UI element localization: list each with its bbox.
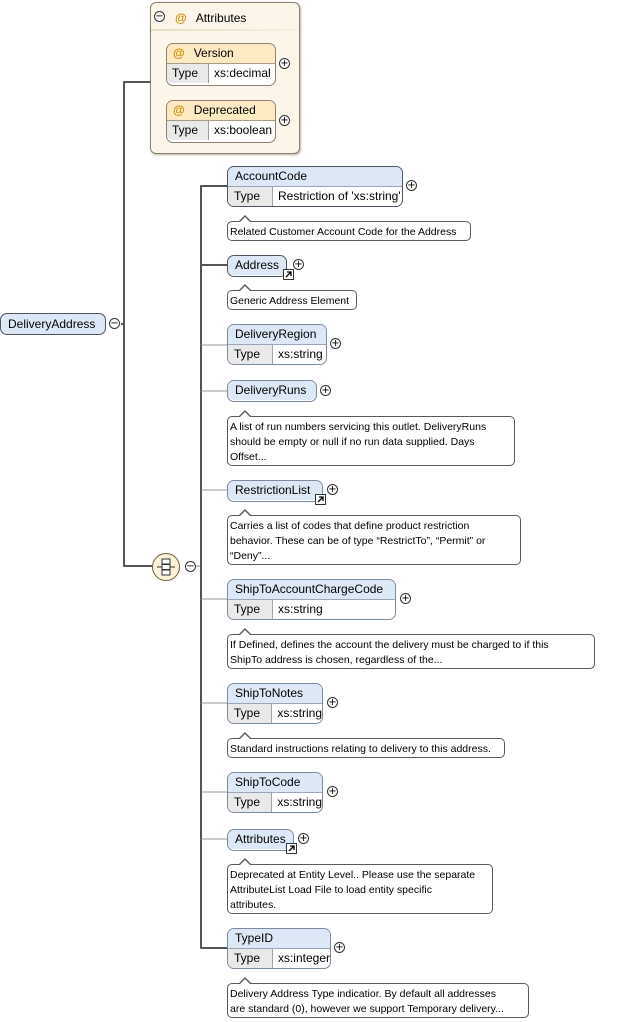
element-name: TypeID [228, 929, 330, 949]
type-label: Type [228, 704, 273, 723]
expand-deliveryregion-icon[interactable]: + [330, 338, 341, 349]
element-shiptonotes[interactable]: ShipToNotes Type xs:string [227, 683, 323, 724]
doc-shiptonotes: Standard instructions relating to delive… [227, 732, 505, 758]
attribute-at-icon: @ [175, 11, 187, 25]
element-deliveryruns[interactable]: DeliveryRuns [227, 380, 317, 402]
collapse-root-icon[interactable]: − [109, 318, 120, 329]
doc-line: Standard instructions relating to delive… [230, 743, 491, 755]
expand-typeid-icon[interactable]: + [334, 942, 345, 953]
reference-link-icon [286, 843, 297, 854]
element-shiptoaccountchargecode[interactable]: ShipToAccountChargeCode Type xs:string [227, 579, 396, 620]
element-name: RestrictionList [228, 481, 322, 500]
expand-deliveryruns-icon[interactable]: + [320, 385, 331, 396]
doc-line: Delivery Address Type indicatior. By def… [230, 988, 496, 1000]
reference-link-icon [283, 269, 294, 280]
doc-line: behavior. These can be of type “Restrict… [230, 535, 486, 547]
attribute-at-icon: @ [173, 46, 185, 60]
expand-restrictionlist-icon[interactable]: + [327, 484, 338, 495]
doc-line: should be empty or null if no run data s… [230, 436, 475, 448]
sequence-compositor-icon[interactable] [152, 553, 180, 581]
attribute-version-header: @ Version [167, 44, 275, 64]
attribute-name: Deprecated [193, 103, 256, 117]
element-attributes[interactable]: Attributes [227, 829, 294, 851]
type-value: Restriction of 'xs:string' [278, 189, 401, 203]
reference-link-icon [315, 494, 326, 505]
attribute-version[interactable]: @ Version Type xs:decimal [166, 43, 276, 86]
attribute-deprecated-header: @ Deprecated [167, 101, 275, 121]
doc-line: attributes. [230, 899, 277, 911]
element-deliveryregion[interactable]: DeliveryRegion Type xs:string [227, 324, 327, 365]
attributes-divider [151, 29, 299, 31]
attributes-header: @ Attributes [175, 9, 246, 27]
expand-deprecated-icon[interactable]: + [279, 115, 290, 126]
doc-typeid: Delivery Address Type indicatior. By def… [227, 977, 529, 1018]
element-restrictionlist[interactable]: RestrictionList [227, 480, 323, 502]
expand-version-icon[interactable]: + [279, 58, 290, 69]
expand-attributes-element-icon[interactable]: + [298, 833, 309, 844]
doc-line: are standard (0), however we support Tem… [230, 1003, 504, 1015]
doc-address: Generic Address Element [227, 284, 357, 310]
doc-line: AttributeList Load File to load entity s… [230, 884, 432, 896]
type-label: Type [228, 345, 273, 364]
doc-shiptoaccountchargecode: If Defined, defines the account the deli… [227, 628, 595, 669]
expand-shiptonotes-icon[interactable]: + [327, 697, 338, 708]
type-value: xs:string [277, 706, 322, 720]
attribute-name: Version [193, 46, 234, 60]
type-value: xs:string [277, 795, 322, 809]
type-label: Type [228, 600, 273, 619]
element-address[interactable]: Address [227, 255, 287, 277]
element-name: ShipToCode [228, 773, 322, 793]
doc-line: Generic Address Element [230, 295, 350, 307]
collapse-sequence-icon[interactable]: − [185, 561, 196, 572]
type-label: Type [167, 121, 209, 140]
root-element-deliveryaddress[interactable]: DeliveryAddress [0, 313, 106, 335]
root-element-label: DeliveryAddress [8, 317, 96, 331]
element-name: AccountCode [228, 167, 402, 187]
type-value: xs:boolean [214, 123, 273, 137]
type-label: Type [228, 793, 273, 812]
doc-line: ShipTo address is chosen, regardless of … [230, 654, 443, 666]
element-name: DeliveryRuns [228, 381, 316, 400]
type-value: xs:string [278, 347, 323, 361]
doc-line: A list of run numbers servicing this out… [230, 421, 487, 433]
doc-line: Deprecated at Entity Level.. Please use … [230, 869, 476, 881]
type-value: xs:integer [277, 951, 330, 965]
attribute-at-icon: @ [173, 103, 185, 117]
element-name: ShipToAccountChargeCode [228, 580, 395, 600]
attribute-deprecated[interactable]: @ Deprecated Type xs:boolean [166, 100, 276, 143]
attributes-title: Attributes [195, 11, 247, 25]
doc-attributes: Deprecated at Entity Level.. Please use … [227, 858, 493, 914]
expand-accountcode-icon[interactable]: + [406, 180, 417, 191]
element-name: ShipToNotes [228, 684, 322, 704]
element-name: Attributes [228, 830, 293, 849]
collapse-attributes-icon[interactable]: − [154, 11, 165, 22]
element-name: DeliveryRegion [228, 325, 326, 345]
expand-shiptoaccountchargecode-icon[interactable]: + [400, 593, 411, 604]
element-typeid[interactable]: TypeID Type xs:integer [227, 928, 331, 969]
type-value: xs:string [278, 602, 323, 616]
doc-deliveryruns: A list of run numbers servicing this out… [227, 410, 515, 466]
element-shiptocode[interactable]: ShipToCode Type xs:string [227, 772, 323, 813]
doc-line: If Defined, defines the account the deli… [230, 639, 549, 651]
doc-line: Carries a list of codes that define prod… [230, 520, 470, 532]
doc-line: Related Customer Account Code for the Ad… [230, 226, 457, 238]
doc-restrictionlist: Carries a list of codes that define prod… [227, 509, 521, 565]
element-name: Address [228, 256, 286, 275]
expand-shiptocode-icon[interactable]: + [327, 786, 338, 797]
expand-address-icon[interactable]: + [293, 259, 304, 270]
doc-line: Offset... [230, 451, 267, 463]
element-accountcode[interactable]: AccountCode Type Restriction of 'xs:strin… [227, 166, 403, 207]
type-value: xs:decimal [214, 66, 271, 80]
type-label: Type [228, 949, 273, 968]
doc-accountcode: Related Customer Account Code for the Ad… [227, 215, 471, 241]
type-label: Type [228, 187, 273, 206]
type-label: Type [167, 64, 209, 83]
doc-line: “Deny”... [230, 550, 271, 562]
